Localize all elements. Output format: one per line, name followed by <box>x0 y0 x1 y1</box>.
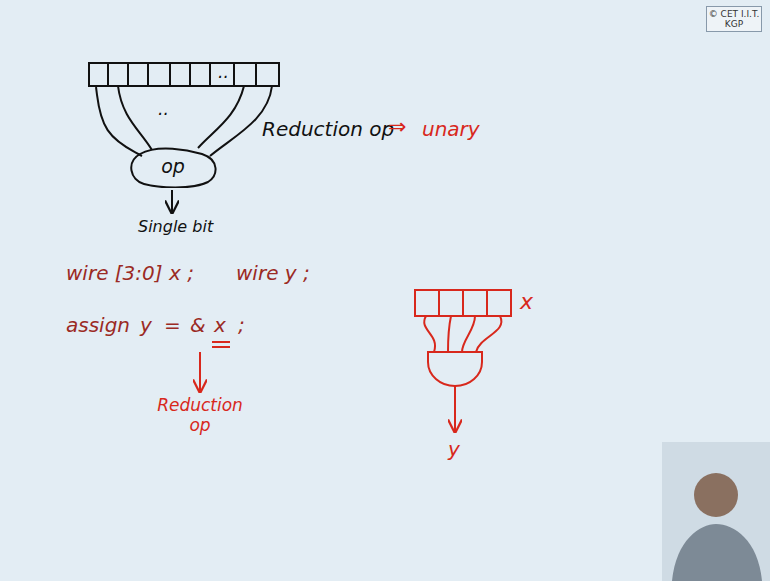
op-blob: op <box>128 146 218 188</box>
underline <box>212 342 230 347</box>
fan-lines <box>118 86 272 156</box>
code-text: assign <box>66 314 130 337</box>
and-gate <box>428 352 482 386</box>
fan-line <box>96 87 142 156</box>
note: Reduction op <box>262 118 394 141</box>
note: Single bit <box>138 218 213 236</box>
output-arrow <box>454 386 456 432</box>
register-x <box>415 290 511 386</box>
output-arrow <box>171 190 173 213</box>
signal-name: x <box>520 289 533 314</box>
code-text: = <box>164 314 181 337</box>
code-text: ; <box>238 314 245 337</box>
code-text: wire [3:0] x ; <box>66 262 194 285</box>
presenter-inset <box>662 442 770 581</box>
ellipsis: .. <box>158 100 169 120</box>
register-box: .. <box>88 62 280 87</box>
register-cells <box>108 63 256 85</box>
note: Reduction op <box>150 396 250 435</box>
logo-box: © CET I.I.T. KGP <box>706 6 762 32</box>
note: unary <box>422 118 480 141</box>
implies-symbol: ⇒ <box>388 114 406 139</box>
blob-path <box>131 149 215 188</box>
code-text: x <box>214 314 226 337</box>
signal-name: y <box>448 438 460 461</box>
operator-symbol: & <box>190 314 206 337</box>
code-text: wire y ; <box>236 262 310 285</box>
code-text: y <box>140 314 152 337</box>
pointer-arrow <box>199 352 201 392</box>
node-text: op <box>161 156 185 178</box>
node-text: .. <box>218 63 229 83</box>
node-text: © CET I.I.T. KGP <box>707 9 761 30</box>
